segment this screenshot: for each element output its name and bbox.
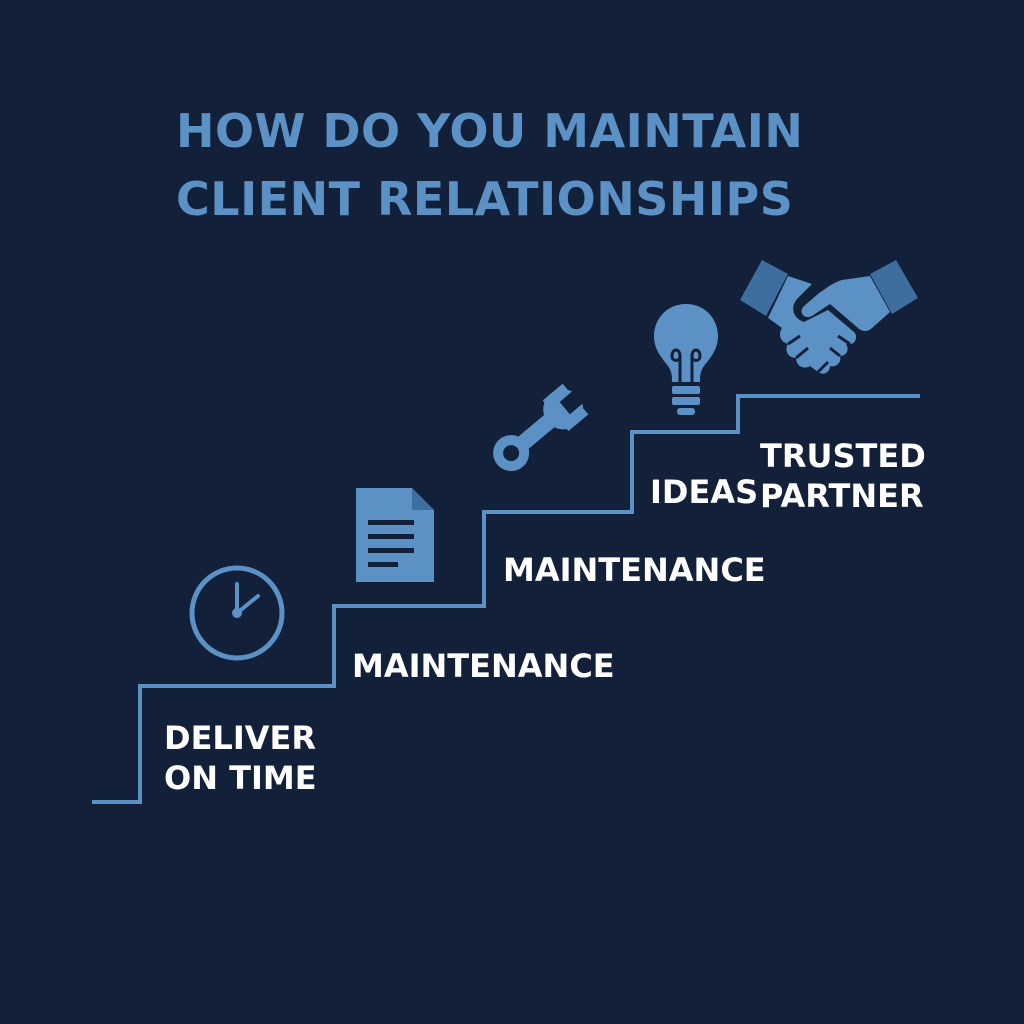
step-label-trusted-partner: TRUSTED PARTNER: [760, 436, 926, 516]
clock-icon: [189, 565, 285, 661]
wrench-icon: [493, 383, 589, 472]
step-1-label-line-1: DELIVER: [164, 719, 316, 757]
title-line-1: HOW DO YOU MAINTAIN: [176, 104, 804, 158]
document-icon: [356, 488, 434, 582]
step-label-ideas: IDEAS: [650, 473, 759, 511]
step-5-label-line-1: TRUSTED: [760, 437, 926, 475]
step-label-maintenance-2: MAINTENANCE: [503, 551, 766, 589]
step-label-maintenance-1: MAINTENANCE: [352, 647, 615, 685]
title-line-2: CLIENT RELATIONSHIPS: [176, 172, 794, 226]
step-5-label-line-2: PARTNER: [760, 477, 924, 515]
step-label-deliver-on-time: DELIVER ON TIME: [164, 718, 317, 798]
step-1-label-line-2: ON TIME: [164, 759, 317, 797]
lightbulb-icon: [654, 304, 718, 415]
staircase-line: [92, 394, 920, 804]
handshake-icon: [740, 260, 918, 374]
